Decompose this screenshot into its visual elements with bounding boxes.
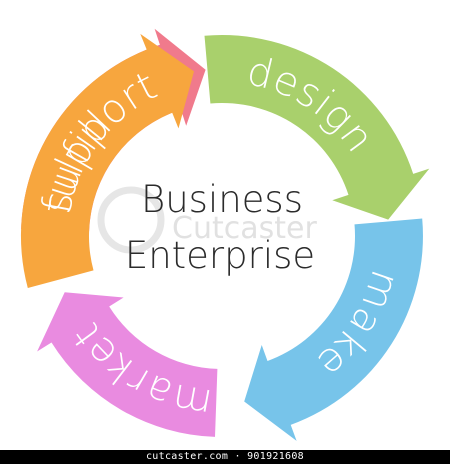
arrow-design (204, 35, 430, 220)
arrow-make (244, 218, 423, 441)
center-title-line2: Enterprise (125, 234, 315, 277)
footer-credit: cutcaster.com · 901921608 (0, 450, 450, 464)
watermark: Cutcaster (97, 186, 317, 254)
watermark-logo-icon (97, 186, 165, 254)
watermark-text: Cutcaster (172, 211, 317, 246)
center-title-line1: Business (141, 178, 303, 221)
arrow-fulfill (20, 33, 194, 289)
arrow-market (37, 292, 218, 437)
cycle-arrows (20, 28, 430, 441)
